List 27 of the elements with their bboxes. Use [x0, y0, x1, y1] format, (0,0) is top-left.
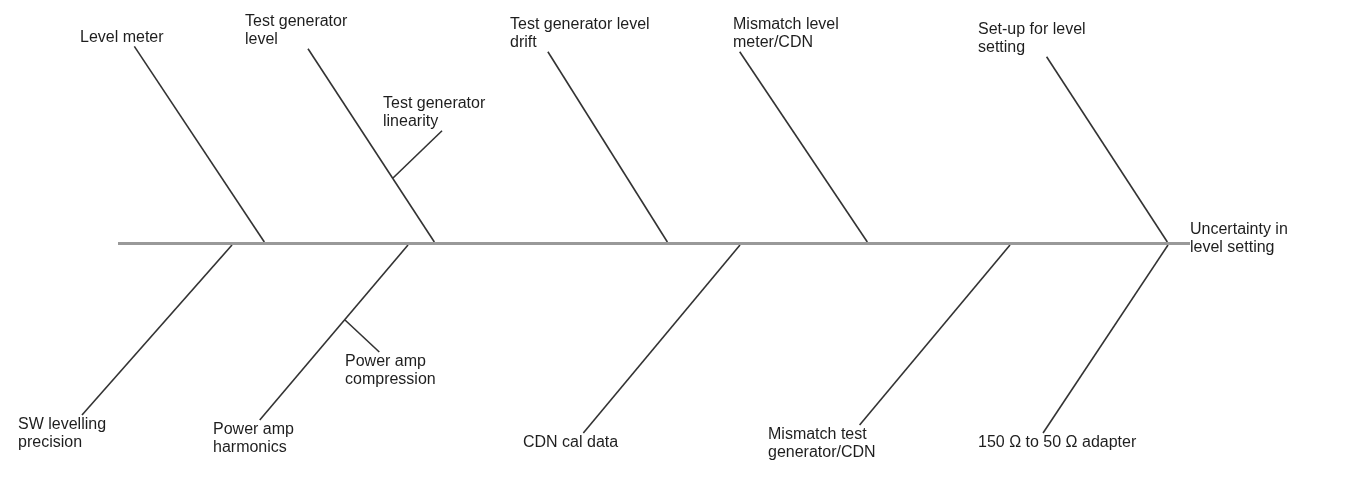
branch-line	[1045, 56, 1169, 243]
branch-line	[858, 244, 1011, 426]
cause-label: Test generator level	[245, 12, 375, 49]
branch-line	[344, 319, 381, 353]
branch-line	[1042, 244, 1169, 434]
cause-label: CDN cal data	[523, 433, 643, 452]
branch-line	[738, 51, 869, 243]
branch-line	[81, 244, 233, 416]
cause-label: Test generator level drift	[510, 15, 650, 52]
cause-label: Level meter	[80, 28, 190, 47]
cause-label: Mismatch level meter/CDN	[733, 15, 883, 52]
cause-label: Mismatch test generator/CDN	[768, 425, 908, 462]
cause-label: Power amp compression	[345, 352, 465, 389]
branch-line	[392, 130, 443, 179]
spine-line	[118, 242, 1170, 245]
branch-line	[547, 51, 669, 243]
cause-label: Test generator linearity	[383, 94, 533, 131]
branch-line	[258, 244, 409, 421]
cause-label: Set-up for level setting	[978, 20, 1088, 57]
cause-label: Power amp harmonics	[213, 420, 328, 457]
spine-line	[1170, 242, 1190, 245]
effect-label: Uncertainty in level setting	[1190, 220, 1310, 257]
branch-line	[582, 244, 741, 434]
branch-line	[133, 45, 266, 243]
cause-label: SW levelling precision	[18, 415, 138, 452]
branch-line	[307, 48, 436, 243]
cause-label: 150 Ω to 50 Ω adapter	[978, 433, 1168, 452]
